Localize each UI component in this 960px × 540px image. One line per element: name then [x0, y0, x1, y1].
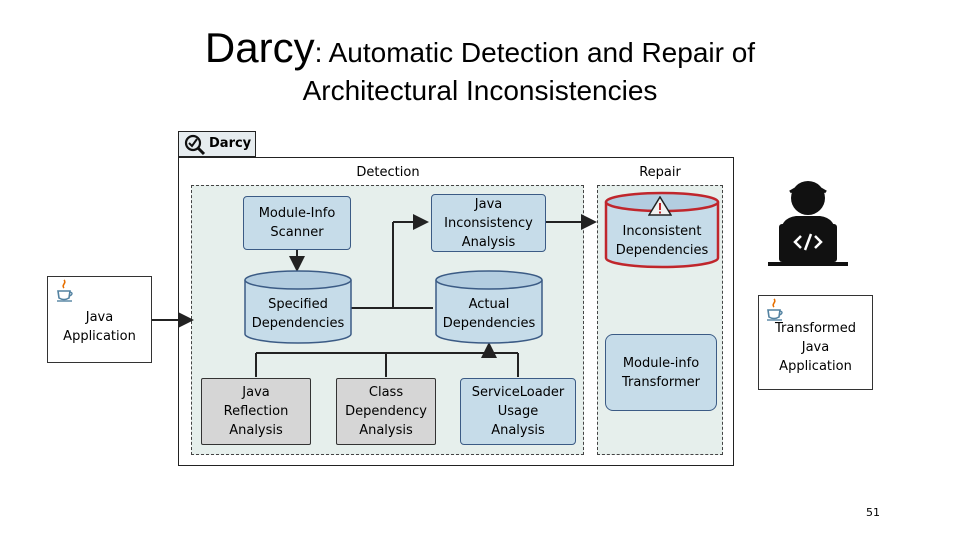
label-line: Dependencies — [615, 243, 709, 258]
label-line: Application — [779, 359, 852, 374]
actual-dependencies-db — [435, 270, 543, 344]
label-line: Java — [242, 385, 270, 400]
slide-title-line1: Darcy: Automatic Detection and Repair of — [0, 27, 960, 69]
slide-title-line2: Architectural Inconsistencies — [302, 75, 658, 106]
warning-icon — [648, 196, 672, 216]
label-line: Analysis — [491, 423, 545, 438]
label-line: Class — [368, 385, 404, 400]
label-line: Java — [85, 309, 114, 325]
tab-label: Darcy — [209, 136, 252, 151]
specified-dependencies-db — [244, 270, 352, 344]
darcy-tab: Darcy — [178, 131, 256, 157]
label-line: Dependencies — [442, 316, 536, 331]
label-line: Java — [474, 196, 503, 212]
label-line: Dependency — [345, 404, 427, 419]
label-line: Scanner — [270, 225, 324, 240]
label-line: Module-info — [622, 355, 700, 371]
label-line: Reflection — [223, 404, 289, 419]
java-icon — [57, 279, 73, 302]
label-line: Application — [63, 328, 136, 344]
page-number: 51 — [866, 506, 880, 519]
magnifier-check-icon — [184, 134, 206, 156]
title-subtitle-part1: : Automatic Detection and Repair of — [314, 37, 756, 68]
label-line: Actual — [468, 297, 510, 312]
label-line: Transformer — [621, 374, 700, 390]
label-line: Transformed — [775, 321, 856, 336]
java-icon — [767, 298, 783, 321]
title-brand: Darcy — [204, 24, 315, 71]
label-line: Module-Info — [258, 206, 336, 221]
label-line: Specified — [268, 297, 328, 312]
label-line: Dependencies — [251, 316, 345, 331]
label-line: Inconsistent — [622, 224, 702, 239]
label-line: Analysis — [229, 423, 283, 438]
code-icon — [793, 233, 823, 251]
label-line: Java — [801, 340, 830, 355]
label-line: Analysis — [461, 234, 516, 250]
label-line: Inconsistency — [444, 215, 533, 231]
repair-label: Repair — [639, 165, 681, 180]
detection-label: Detection — [356, 165, 420, 180]
label-line: Usage — [497, 404, 539, 419]
label-line: Analysis — [359, 423, 413, 438]
developer-icon — [768, 181, 848, 266]
label-line: ServiceLoader — [471, 385, 565, 400]
inconsistent-dependencies-db — [604, 191, 720, 269]
